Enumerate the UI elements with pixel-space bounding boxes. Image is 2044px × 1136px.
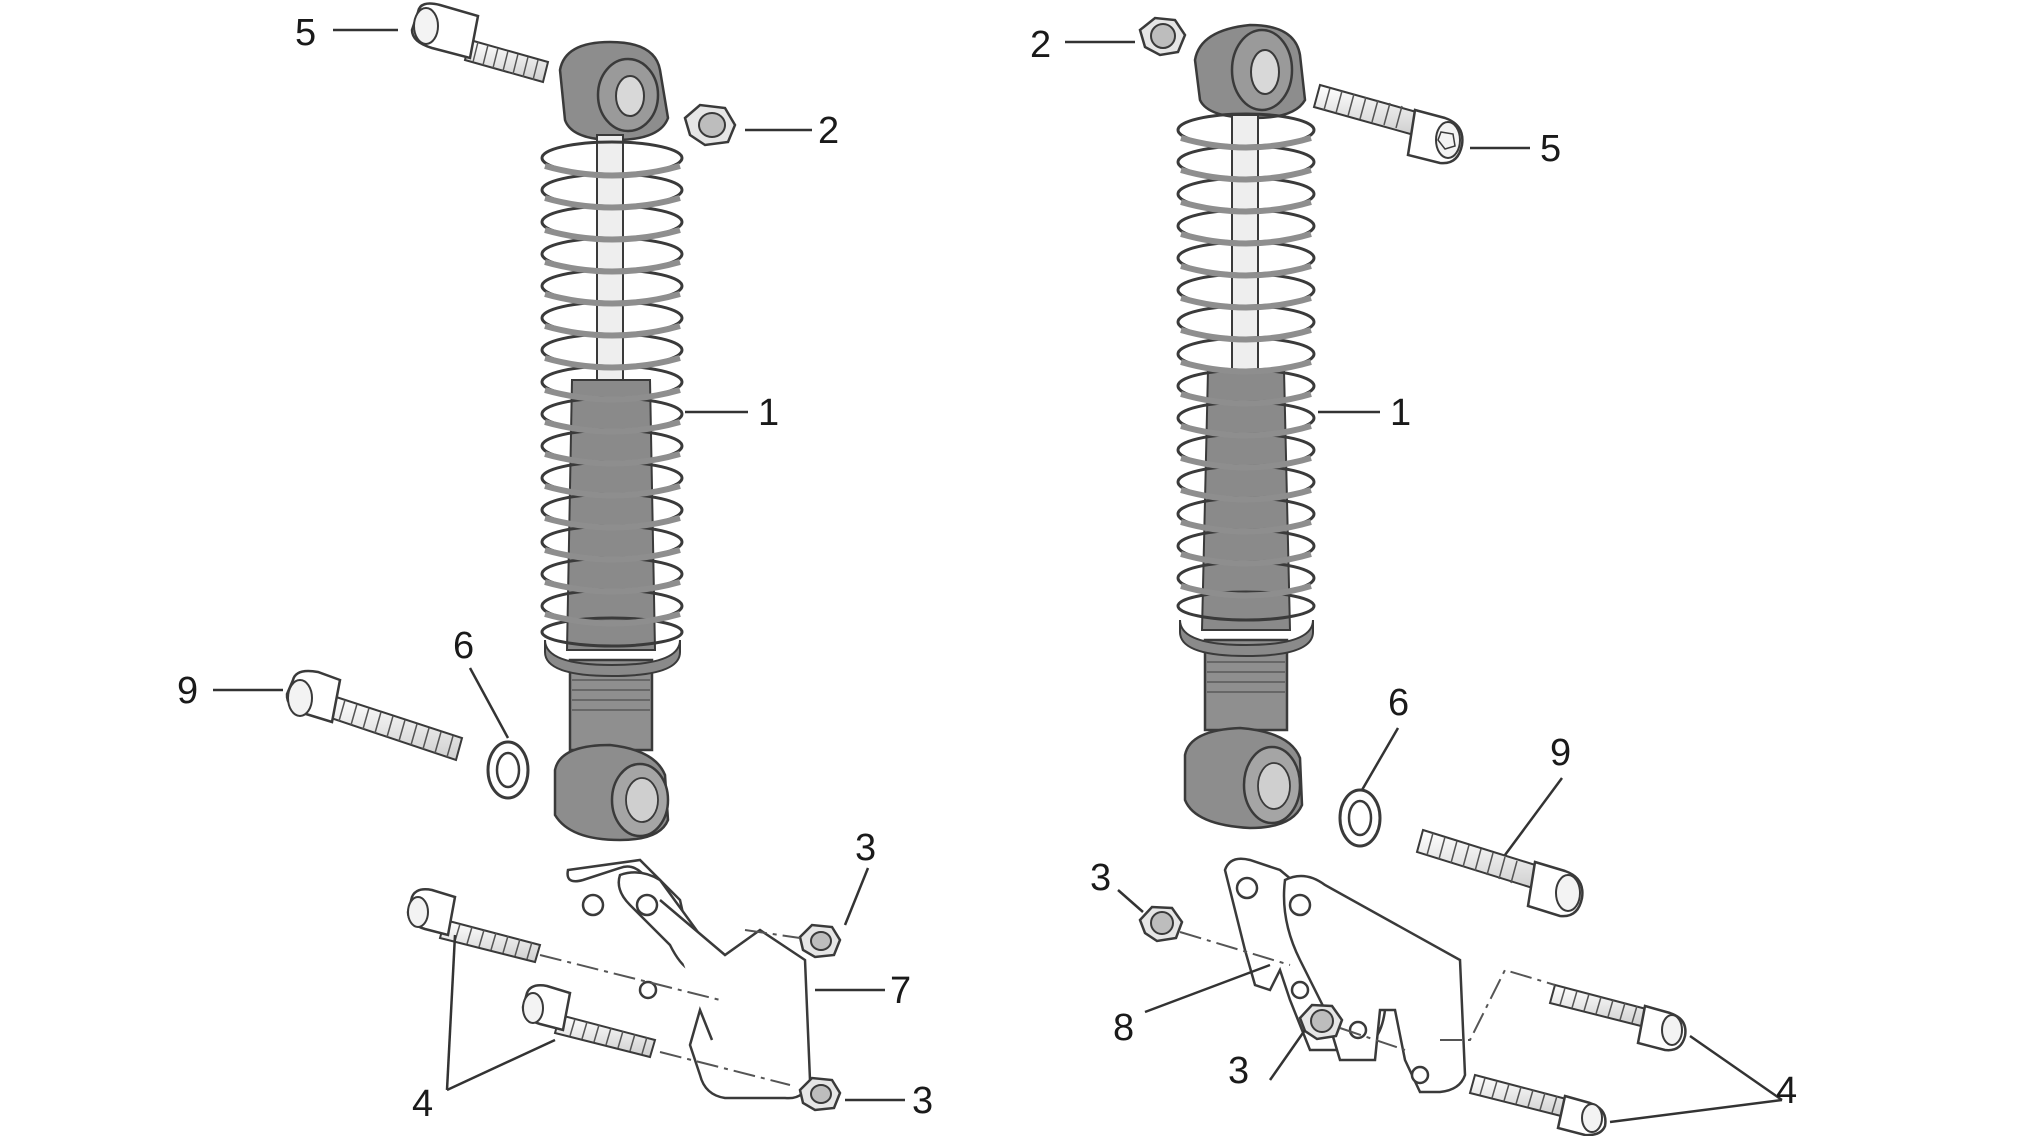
bolt-icon [1312, 83, 1464, 165]
callout-lower-bolt: 9 [1550, 732, 1571, 774]
centerline [539, 929, 801, 1086]
callout-flange-nut: 2 [1030, 24, 1051, 66]
washer-icon [1338, 788, 1382, 848]
bolt-icon [1415, 828, 1584, 918]
leader-lines [1065, 40, 1783, 1124]
nut-icon [1138, 905, 1184, 943]
callout-shock-absorber: 1 [758, 392, 779, 434]
shock-absorber-icon [1176, 23, 1316, 830]
nut-icon [798, 1076, 842, 1112]
left-assembly: 5 2 1 6 9 3 7 3 4 [177, 2, 933, 1125]
bolt-icon [1548, 983, 1687, 1052]
washer-icon [486, 740, 530, 800]
callout-nut-upper: 3 [855, 827, 876, 869]
callout-top-bolt: 5 [295, 12, 316, 54]
centerline [1179, 931, 1556, 1051]
callout-nut-lower: 3 [912, 1080, 933, 1122]
shock-absorber-icon [540, 40, 684, 842]
nut-icon [1138, 16, 1187, 57]
right-assembly: 2 5 1 6 9 3 8 3 4 [1030, 16, 1797, 1136]
callout-bracket-bolts: 4 [412, 1083, 433, 1125]
callout-shock-absorber: 1 [1390, 392, 1411, 434]
callout-nut-upper: 3 [1090, 857, 1111, 899]
nut-icon [798, 923, 842, 959]
bolt-icon [1468, 1073, 1607, 1136]
bracket-icon [1223, 857, 1467, 1094]
callout-bracket: 7 [890, 970, 911, 1012]
bolt-icon [521, 984, 657, 1059]
bolt-icon [285, 669, 464, 762]
callout-bracket-bolts: 4 [1776, 1070, 1797, 1112]
leader-lines [213, 28, 905, 1102]
bolt-icon [410, 2, 550, 84]
callout-washer: 6 [1388, 682, 1409, 724]
callout-nut-lower: 3 [1228, 1050, 1249, 1092]
bracket-icon [566, 858, 812, 1100]
callout-lower-bolt: 9 [177, 670, 198, 712]
nut-icon [683, 103, 737, 147]
bolt-icon [406, 888, 542, 964]
callout-top-bolt: 5 [1540, 128, 1561, 170]
callout-flange-nut: 2 [818, 110, 839, 152]
callout-washer: 6 [453, 625, 474, 667]
callout-bracket: 8 [1113, 1007, 1134, 1049]
nut-icon [1298, 1003, 1344, 1041]
